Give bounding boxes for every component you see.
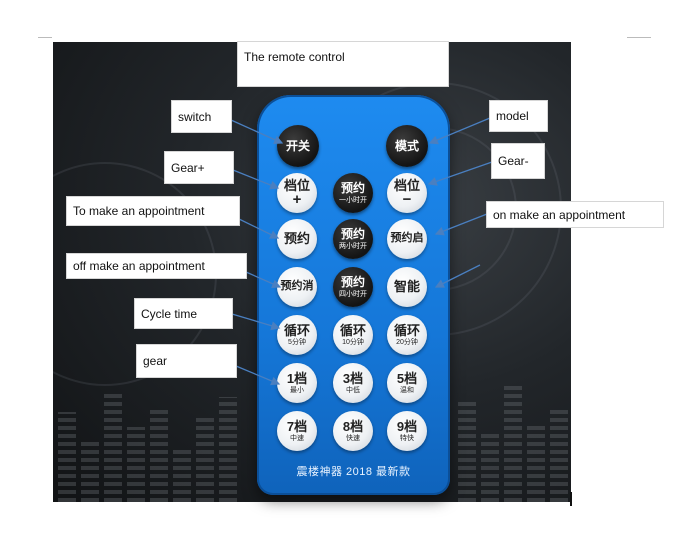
remote-control: 开关 模式 档位 + 预约 一小时开 档位 − 预约 预约 两小时开 预约启 预… <box>257 95 450 495</box>
label-off-appointment: off make an appointment <box>67 254 246 278</box>
timer-1h-label: 预约 <box>340 181 365 196</box>
appointment-label: 预约 <box>283 231 310 247</box>
label-make-appointment: To make an appointment <box>67 197 239 225</box>
appointment-off-button[interactable]: 预约消 <box>277 267 317 307</box>
gear-7-sub: 中速 <box>290 435 304 443</box>
equalizer-bar <box>150 407 168 502</box>
timer-2h-label: 预约 <box>340 227 365 242</box>
remote-model-text: 震楼神器 2018 最新款 <box>296 466 411 478</box>
gear-up-label: 档位 <box>283 178 310 194</box>
gear-down-button[interactable]: 档位 − <box>387 173 427 213</box>
title-label: The remote control <box>238 42 448 86</box>
corner-mark-right <box>627 37 651 38</box>
equalizer-bar <box>458 402 476 502</box>
label-on-appointment: on make an appointment <box>487 202 663 227</box>
label-off-appointment-text: off make an appointment <box>73 259 205 273</box>
cycle-10-sub: 10分钟 <box>342 339 364 347</box>
label-gear: gear <box>137 345 236 377</box>
plus-icon: + <box>292 191 302 209</box>
gear-3-sub: 中低 <box>346 387 360 395</box>
timer-4h-sub: 四小时开 <box>339 290 367 298</box>
appointment-button[interactable]: 预约 <box>277 219 317 259</box>
cycle-5-sub: 5分钟 <box>288 339 306 347</box>
gear-down-label: 档位 <box>393 178 420 194</box>
equalizer-bar <box>550 407 568 502</box>
label-on-appointment-text: on make an appointment <box>493 207 626 222</box>
cycle-10-button[interactable]: 循环 10分钟 <box>333 315 373 355</box>
equalizer-bar <box>104 392 122 502</box>
gear-8-label: 8档 <box>342 418 364 434</box>
cursor-tick <box>570 492 572 506</box>
gear-9-sub: 特快 <box>400 435 414 443</box>
power-button-label: 开关 <box>285 138 310 153</box>
label-model: model <box>490 101 547 131</box>
appointment-on-label: 预约启 <box>390 232 424 245</box>
gear-5-label: 5档 <box>396 370 418 386</box>
label-switch-text: switch <box>178 109 212 124</box>
cycle-5-label: 循环 <box>283 322 310 338</box>
corner-mark-left <box>38 37 52 38</box>
label-model-text: model <box>496 109 529 123</box>
timer-1h-button[interactable]: 预约 一小时开 <box>333 173 373 213</box>
timer-2h-button[interactable]: 预约 两小时开 <box>333 219 373 259</box>
gear-3-button[interactable]: 3档 中低 <box>333 363 373 403</box>
gear-9-label: 9档 <box>396 418 418 434</box>
label-gear-text: gear <box>143 354 168 368</box>
cycle-20-label: 循环 <box>393 322 420 338</box>
mode-button[interactable]: 模式 <box>386 125 428 167</box>
gear-8-sub: 快速 <box>346 435 360 443</box>
appointment-on-button[interactable]: 预约启 <box>387 219 427 259</box>
gear-5-sub: 温和 <box>400 387 414 395</box>
equalizer-bar <box>504 382 522 502</box>
label-make-appointment-text: To make an appointment <box>73 204 205 218</box>
cycle-20-sub: 20分钟 <box>396 339 418 347</box>
timer-1h-sub: 一小时开 <box>339 196 367 204</box>
gear-9-button[interactable]: 9档 特快 <box>387 411 427 451</box>
timer-4h-label: 预约 <box>340 275 365 290</box>
mode-button-label: 模式 <box>394 138 419 153</box>
equalizer-bar <box>127 427 145 502</box>
cycle-20-button[interactable]: 循环 20分钟 <box>387 315 427 355</box>
gear-7-button[interactable]: 7档 中速 <box>277 411 317 451</box>
gear-7-label: 7档 <box>286 418 308 434</box>
gear-1-label: 1档 <box>286 370 308 386</box>
cycle-5-button[interactable]: 循环 5分钟 <box>277 315 317 355</box>
power-button[interactable]: 开关 <box>277 125 319 167</box>
timer-2h-sub: 两小时开 <box>339 242 367 250</box>
label-gear-plus: Gear+ <box>165 152 233 183</box>
label-gear-minus: Gear- <box>492 144 544 178</box>
timer-4h-button[interactable]: 预约 四小时开 <box>333 267 373 307</box>
equalizer-bar <box>481 432 499 502</box>
gear-5-button[interactable]: 5档 温和 <box>387 363 427 403</box>
gear-1-button[interactable]: 1档 最小 <box>277 363 317 403</box>
appointment-off-label: 预约消 <box>280 280 314 293</box>
cycle-10-label: 循环 <box>339 322 366 338</box>
gear-8-button[interactable]: 8档 快速 <box>333 411 373 451</box>
equalizer-bar <box>58 412 76 502</box>
label-gear-plus-text: Gear+ <box>171 160 205 175</box>
smart-label: 智能 <box>393 279 420 295</box>
gear-up-button[interactable]: 档位 + <box>277 173 317 213</box>
equalizer-bar <box>219 397 237 502</box>
title-text: The remote control <box>244 50 345 64</box>
label-cycle-time-text: Cycle time <box>141 306 198 321</box>
smart-button[interactable]: 智能 <box>387 267 427 307</box>
label-cycle-time: Cycle time <box>135 299 232 328</box>
equalizer-bar <box>81 442 99 502</box>
label-switch: switch <box>172 101 231 132</box>
equalizer-bar <box>527 422 545 502</box>
equalizer-bar <box>173 447 191 502</box>
minus-icon: − <box>402 191 412 209</box>
gear-3-label: 3档 <box>342 370 364 386</box>
equalizer-bar <box>196 417 214 502</box>
gear-1-sub: 最小 <box>290 387 304 395</box>
label-gear-minus-text: Gear- <box>498 154 529 168</box>
